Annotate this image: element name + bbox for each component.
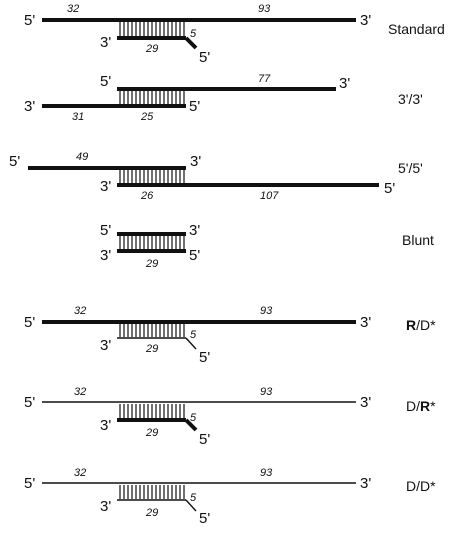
construct-3-3: 5' 3' 77 3' 31 25 5' 3'/3' (24, 73, 423, 123)
base-pair-hatching (119, 22, 185, 36)
top-left-end: 5' (9, 153, 20, 170)
tail-length: 5 (190, 329, 197, 341)
bottom-right-end: 5' (199, 49, 210, 66)
bottom-left-end: 3' (100, 337, 111, 354)
construct-label: R/D* (406, 317, 436, 333)
tail-length: 5 (190, 28, 197, 40)
construct-label: Blunt (402, 232, 434, 248)
base-pair-hatching (119, 485, 185, 499)
top-right-end: 3' (339, 75, 350, 92)
label-bold-part: R (420, 398, 430, 414)
top-right-length: 93 (260, 467, 273, 479)
label-rest-part: * (430, 398, 436, 414)
bottom-right-end: 5' (189, 98, 200, 115)
construct-r-d: 5' 3' 32 93 3' 29 5 5' R/D* (24, 305, 436, 366)
bottom-left-end: 3' (100, 247, 111, 264)
bottom-length: 29 (145, 258, 158, 270)
top-right-end: 3' (360, 12, 371, 29)
bottom-left-length: 26 (140, 190, 154, 202)
top-right-length: 93 (258, 3, 271, 15)
label-bold-part: R (406, 317, 416, 333)
construct-label: D/R* (406, 398, 436, 414)
bottom-right-end: 5' (189, 247, 200, 264)
top-left-end: 5' (100, 222, 111, 239)
bottom-right-end: 5' (199, 510, 210, 527)
top-right-length: 93 (260, 386, 273, 398)
bottom-right-end: 5' (199, 431, 210, 448)
construct-d-d: 5' 3' 32 93 3' 29 5 5' D/D* (24, 467, 436, 527)
construct-label: D/D* (406, 478, 436, 494)
construct-standard: 5' 3' 32 93 3' 29 5 5' Standard (24, 3, 445, 66)
top-left-end: 5' (24, 475, 35, 492)
top-left-end: 5' (100, 73, 111, 90)
bottom-strand-tail (185, 499, 197, 512)
bottom-length: 29 (145, 343, 158, 355)
base-pair-hatching (119, 324, 185, 337)
top-left-end: 5' (24, 12, 35, 29)
tail-length: 5 (190, 492, 197, 504)
top-left-length: 32 (74, 386, 86, 398)
top-right-length: 93 (260, 305, 273, 317)
base-pair-hatching (119, 91, 185, 104)
bottom-strand-tail (185, 337, 197, 350)
label-first-part: D/ (406, 398, 420, 414)
label-rest-part: /D* (416, 317, 436, 333)
top-left-length: 32 (74, 467, 86, 479)
top-length: 49 (76, 151, 88, 163)
bottom-strand-tail (184, 36, 198, 50)
construct-5-5: 5' 49 3' 3' 26 107 5' 5'/5' (9, 151, 423, 202)
bottom-left-end: 3' (24, 98, 35, 115)
top-right-end: 3' (360, 475, 371, 492)
construct-label: 5'/5' (398, 160, 423, 176)
bottom-length: 29 (145, 427, 158, 439)
bottom-right-end: 5' (199, 349, 210, 366)
top-right-end: 3' (190, 153, 201, 170)
top-left-length: 32 (74, 305, 86, 317)
bottom-left-length: 31 (72, 111, 84, 123)
construct-blunt: 5' 3' 3' 29 5' Blunt (100, 222, 434, 270)
top-left-end: 5' (24, 394, 35, 411)
base-pair-hatching (119, 236, 185, 249)
base-pair-hatching (119, 170, 185, 183)
top-right-end: 3' (360, 314, 371, 331)
bottom-right-length: 107 (260, 190, 279, 202)
top-right-end: 3' (189, 222, 200, 239)
bottom-strand-tail (184, 418, 198, 432)
construct-label: Standard (388, 21, 445, 37)
construct-d-r: 5' 3' 32 93 3' 29 5 5' D/R* (24, 386, 436, 448)
top-length: 77 (258, 73, 271, 85)
top-left-end: 5' (24, 314, 35, 331)
top-right-end: 3' (360, 394, 371, 411)
bottom-left-end: 3' (100, 34, 111, 51)
bottom-length: 29 (145, 43, 158, 55)
bottom-right-end: 5' (384, 180, 395, 197)
bottom-right-length: 25 (140, 111, 154, 123)
top-left-length: 32 (67, 3, 79, 15)
bottom-left-end: 3' (100, 178, 111, 195)
bottom-length: 29 (145, 507, 158, 519)
construct-label: 3'/3' (398, 91, 423, 107)
tail-length: 5 (190, 412, 197, 424)
base-pair-hatching (119, 404, 185, 418)
bottom-left-end: 3' (100, 498, 111, 515)
bottom-left-end: 3' (100, 417, 111, 434)
